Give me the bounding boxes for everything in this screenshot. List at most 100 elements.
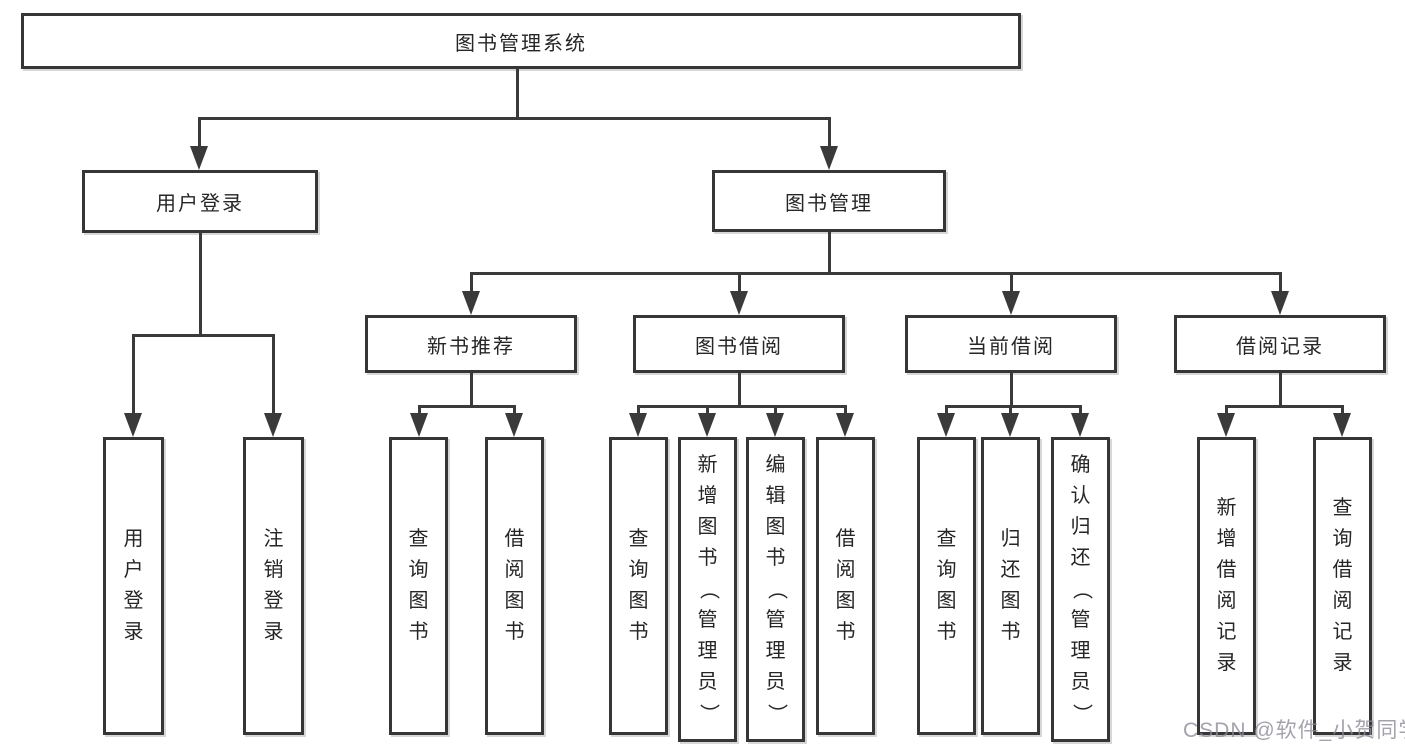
arrow-down: [124, 413, 142, 437]
arrow-down: [766, 413, 784, 437]
vertical-char: 登: [123, 590, 144, 612]
vertical-char: 书: [936, 621, 957, 643]
arrow-down: [190, 146, 208, 170]
vertical-char: 员: [697, 671, 718, 693]
connector-line: [469, 271, 1282, 275]
vertical-char: 图: [408, 590, 429, 612]
vertical-char: 书: [765, 547, 786, 569]
vertical-char: 图: [504, 590, 525, 612]
node-user-login: 用户登录: [82, 170, 318, 233]
vertical-char: 书: [628, 621, 649, 643]
vertical-char: 新: [1216, 497, 1237, 519]
vertical-char: 录: [1216, 652, 1237, 674]
vertical-char: 询: [408, 559, 429, 581]
connector-line: [1224, 404, 1228, 417]
node-borrowing-records-label: 借阅记录: [1236, 335, 1324, 358]
vertical-char: 询: [628, 559, 649, 581]
connector-line: [705, 404, 709, 417]
node-user-login-label: 用户登录: [156, 193, 244, 215]
node-current-borrowing: 当前借阅: [905, 315, 1117, 373]
vertical-char: 借: [1332, 559, 1353, 581]
arrow-down: [1271, 291, 1289, 315]
arrow-down: [820, 146, 838, 170]
connector-line: [944, 404, 1082, 408]
arrow-down: [410, 413, 428, 437]
vertical-char: 员: [1070, 671, 1091, 693]
connector-line: [197, 116, 201, 153]
vertical-char: 书: [835, 621, 856, 643]
vertical-char: 记: [1216, 621, 1237, 643]
connector-line: [197, 116, 831, 120]
connector-line: [417, 404, 516, 408]
node-new-book-recommendation: 新书推荐: [365, 315, 577, 373]
leaf-add-borrow-record: 新增借阅记录: [1197, 437, 1256, 735]
vertical-char: 归: [1070, 516, 1091, 538]
arrow-down: [1071, 413, 1089, 437]
leaf-edit-book-admin: 编辑图书（管理员）: [746, 437, 805, 742]
leaf-confirm-return-admin: 确认归还（管理员）: [1051, 437, 1110, 742]
connector-line: [636, 404, 847, 408]
vertical-char: 员: [765, 671, 786, 693]
vertical-char: 管: [1070, 609, 1091, 631]
vertical-char: ）: [697, 703, 719, 724]
vertical-char: 确: [1070, 454, 1091, 476]
vertical-char: 查: [936, 528, 957, 550]
connector-line: [469, 271, 473, 295]
arrow-down: [836, 413, 854, 437]
arrow-down: [629, 413, 647, 437]
leaf-return-books: 归还图书: [981, 437, 1040, 735]
leaf-add-book-admin: 新增图书（管理员）: [678, 437, 737, 742]
connector-line: [1008, 404, 1012, 417]
vertical-char: 辑: [765, 485, 786, 507]
node-book-management-label: 图书管理: [785, 192, 873, 215]
vertical-char: 图: [765, 516, 786, 538]
leaf-query-books-current: 查询图书: [917, 437, 976, 735]
node-new-book-recommendation-label: 新书推荐: [427, 335, 515, 358]
arrow-down: [1217, 413, 1235, 437]
leaf-query-borrow-record: 查询借阅记录: [1313, 437, 1372, 735]
vertical-char: 理: [697, 640, 718, 662]
vertical-char: 登: [263, 590, 284, 612]
connector-line: [1224, 404, 1344, 408]
vertical-char: ）: [1070, 703, 1092, 724]
connector-line: [469, 373, 473, 406]
arrow-down: [264, 413, 282, 437]
vertical-char: 用: [123, 528, 144, 550]
node-book-borrowing: 图书借阅: [633, 315, 845, 373]
vertical-char: 阅: [835, 559, 856, 581]
arrow-down: [1001, 413, 1019, 437]
vertical-char: 书: [697, 547, 718, 569]
vertical-char: （: [765, 579, 787, 600]
vertical-char: 图: [936, 590, 957, 612]
connector-line: [1078, 404, 1082, 417]
connector-line: [1278, 373, 1282, 406]
node-borrowing-records: 借阅记录: [1174, 315, 1386, 373]
vertical-char: 查: [628, 528, 649, 550]
connector-line: [417, 404, 421, 417]
node-root-label: 图书管理系统: [455, 32, 587, 55]
vertical-char: 录: [123, 621, 144, 643]
vertical-char: 图: [1000, 590, 1021, 612]
vertical-char: 注: [263, 528, 284, 550]
connector-line: [1009, 271, 1013, 295]
vertical-char: 管: [765, 609, 786, 631]
leaf-borrow-books-borrowing: 借阅图书: [816, 437, 875, 735]
connector-line: [271, 333, 275, 416]
vertical-char: 增: [697, 485, 718, 507]
connector-line: [515, 68, 519, 118]
vertical-char: 图: [628, 590, 649, 612]
vertical-char: 归: [1000, 528, 1021, 550]
connector-line: [198, 233, 202, 335]
vertical-char: 理: [765, 640, 786, 662]
vertical-char: 管: [697, 609, 718, 631]
vertical-char: 认: [1070, 485, 1091, 507]
connector-line: [827, 232, 831, 273]
leaf-query-books-recommend: 查询图书: [389, 437, 448, 735]
connector-line: [1278, 271, 1282, 295]
vertical-char: 户: [123, 559, 144, 581]
connector-line: [131, 333, 135, 416]
vertical-char: 书: [408, 621, 429, 643]
vertical-char: 销: [263, 559, 284, 581]
vertical-char: ）: [765, 703, 787, 724]
